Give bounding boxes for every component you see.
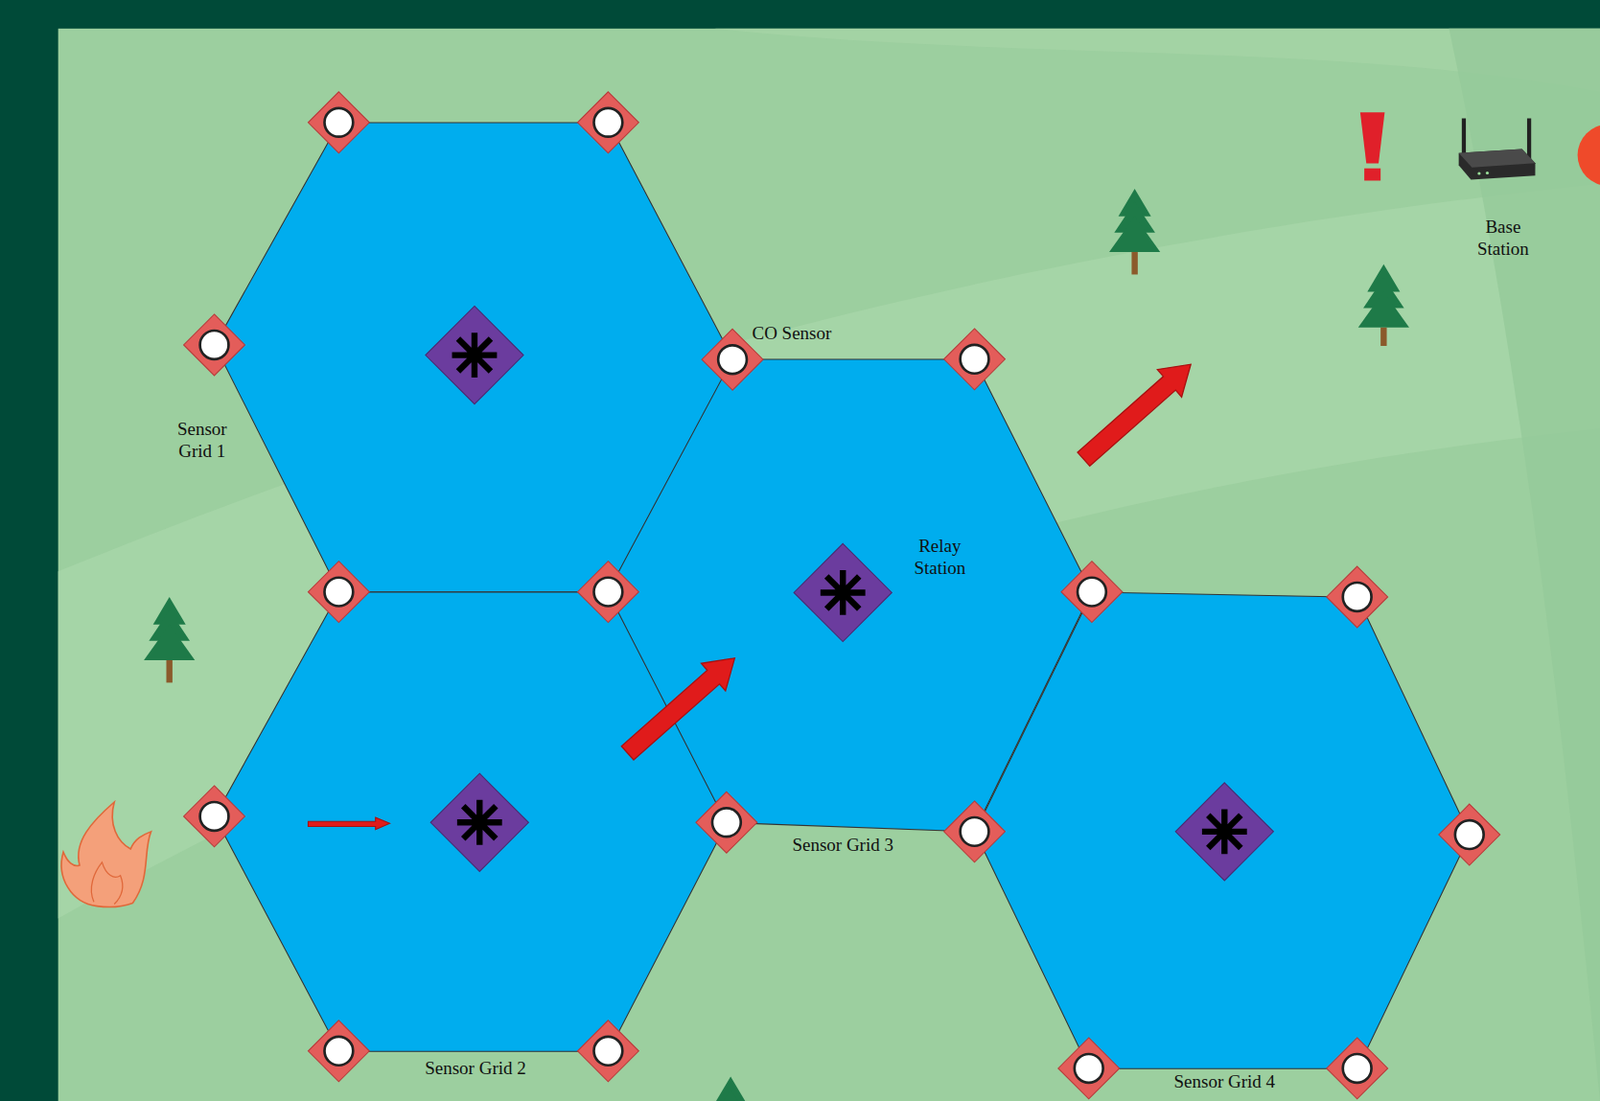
label-holder: Relay Station [903,534,976,580]
node-label: CO Sensor [751,322,832,345]
label-holder: Sensor Grid 2 [424,1057,527,1080]
pine-tree [1109,188,1160,275]
alert-icon [1360,112,1386,181]
sensor-grid-hex: Sensor Grid 4 [974,592,1470,1069]
node-label: Sensor Grid 1 [165,417,239,463]
node-label: Sensor Grid 3 [791,834,894,857]
co-sensor: CO Sensor [699,324,849,393]
label-holder: CO Sensor [751,322,832,345]
node-label: Sensor Grid 4 [1174,1070,1276,1093]
label-holder: Sensor Grid 3 [791,834,894,857]
alarm-light [1577,124,1600,186]
fire-icon [61,802,151,907]
sensor-nodes [184,92,1501,1100]
sensor-grid-hex-shape [974,592,1470,1069]
pine-tree [1358,264,1410,347]
node-label: Relay Station [903,534,976,580]
cluster-heads [425,305,1275,882]
data-arrows [307,364,1191,831]
node-label: Sensor Grid 2 [424,1057,527,1080]
base-station: Base Station [1448,110,1554,264]
label-holder: Base Station [1466,215,1540,260]
relay-station: Relay Station [791,538,988,648]
pine-tree [710,1076,752,1101]
label-holder: Sensor Grid 4 [1174,1070,1276,1093]
node-label: Base Station [1466,215,1540,260]
pine-tree [143,597,195,683]
label-holder: Sensor Grid 1 [165,417,239,463]
